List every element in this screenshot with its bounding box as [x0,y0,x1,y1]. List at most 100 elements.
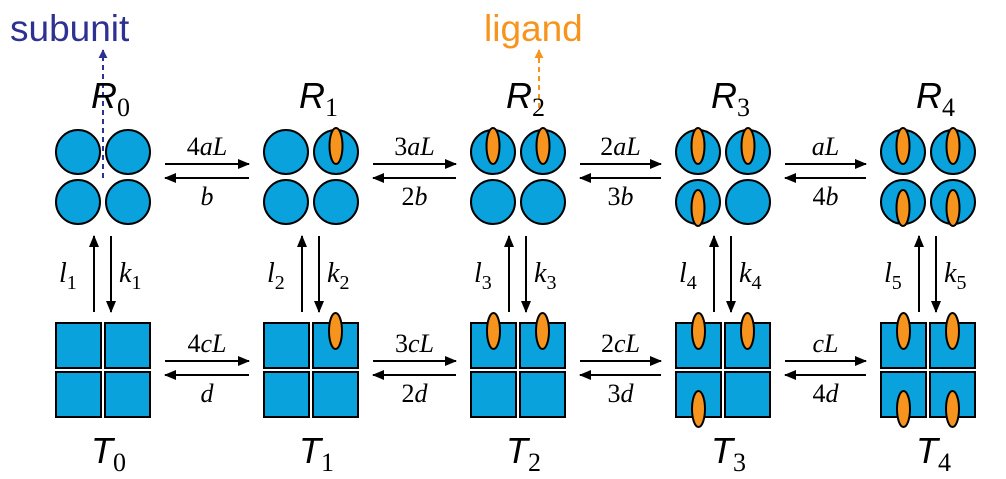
down-rate-letter: k [534,258,547,289]
r-state-label-3: R3 [711,75,750,122]
t-subunit-square [675,371,722,418]
up-rate-subscript: 2 [275,272,285,294]
t-backward-rate-1-part: d [415,379,429,408]
r-backward-rate-0: b [201,182,214,211]
t-subunit-square [519,371,566,418]
t-state-label-1: T1 [299,430,334,477]
up-rate-label-3: l4 [679,258,697,294]
t-subunit-square [263,371,310,418]
ligand-marker [535,312,550,350]
ligand-marker [486,312,501,350]
r-backward-rate-2: 3b [608,182,634,211]
t-backward-rate-0-part: d [201,379,215,408]
r-state-label-2-letter: R [506,75,532,116]
ligand-marker [691,390,706,428]
r-subunit-circle [520,179,566,225]
r-backward-rate-2-part: b [621,182,634,211]
t-state-label-3: T3 [711,430,746,477]
r-forward-rate-3: aL [812,132,839,161]
r-state-label-0: R0 [91,75,130,122]
ligand-marker [740,312,755,350]
t-state-label-4-subscript: 4 [938,448,951,477]
t-state-label-3-letter: T [711,430,736,471]
t-state-label-2-subscript: 2 [528,448,541,477]
t-state-label-2-letter: T [506,430,531,471]
t-state-label-0: T0 [91,430,126,477]
ligand-marker [535,127,551,165]
t-backward-rate-2-part: d [621,379,635,408]
t-subunit-square [724,371,771,418]
ligand-marker [896,312,911,350]
t-backward-rate-1-part: 2 [402,379,415,408]
t-state-label-2: T2 [506,430,541,477]
subunit-annotation: subunit [10,8,130,49]
t-forward-rate-1-part: 3 [395,329,408,358]
r-backward-rate-2-part: 3 [608,182,621,211]
t-state-3: T3 [675,312,771,477]
r-state-2: R2 [470,75,566,225]
t-subunit-square [55,371,102,418]
t-state-0: T0 [55,322,151,477]
up-rate-letter: l [679,258,687,289]
r-transition-0: 4aL b [164,132,250,211]
t-backward-rate-2: 3d [608,379,635,408]
t-subunit-square [55,322,102,369]
r-state-label-1: R1 [299,75,338,122]
r-subunit-circle [263,179,309,225]
r-subunit-circle [55,129,101,175]
r-subunit-circle [105,179,151,225]
t-state-1: T1 [263,312,359,477]
r-state-4: R4 [880,75,976,227]
up-rate-label-1: l2 [267,258,285,294]
r-forward-rate-1-part: 3 [394,132,407,161]
down-rate-label-2: k3 [534,258,556,294]
t-forward-rate-0-part: cL [201,329,227,358]
ligand-annotation: ligand [484,8,583,49]
t-forward-rate-2-part: cL [614,329,640,358]
up-rate-label-2: l3 [474,258,492,294]
vertical-transition-0: l1 k1 [59,235,141,313]
t-subunit-square [470,371,517,418]
t-subunit-square [312,371,359,418]
down-rate-label-3: k4 [739,258,761,294]
down-rate-label-0: k1 [119,258,141,294]
up-rate-label-0: l1 [59,258,77,294]
r-forward-rate-3-part: aL [812,132,839,161]
r-state-label-2: R2 [506,75,545,122]
t-forward-rate-3: cL [813,329,839,358]
up-rate-letter: l [884,258,892,289]
down-rate-subscript: 4 [751,272,761,294]
t-state-4: T4 [880,312,976,477]
r-forward-rate-0: 4aL [187,132,227,161]
t-state-label-4: T4 [916,430,951,477]
r-forward-rate-0-part: aL [200,132,227,161]
up-rate-subscript: 3 [482,272,492,294]
t-forward-rate-0: 4cL [188,329,227,358]
r-backward-rate-3: 4b [813,182,839,211]
ligand-marker [690,127,706,165]
r-state-label-4-subscript: 4 [942,93,955,122]
up-rate-letter: l [474,258,482,289]
ligand-marker [895,189,911,227]
down-rate-subscript: 1 [131,272,141,294]
t-state-label-1-letter: T [299,430,324,471]
r-subunit-circle [263,129,309,175]
t-backward-rate-3-part: d [826,379,840,408]
r-forward-rate-1-part: aL [407,132,434,161]
t-forward-rate-0-part: 4 [188,329,201,358]
ligand-marker [945,312,960,350]
r-backward-rate-3-part: b [826,182,839,211]
r-backward-rate-1-part: b [415,182,428,211]
r-subunit-circle [313,179,359,225]
t-subunit-square [104,322,151,369]
ligand-marker [328,312,343,350]
